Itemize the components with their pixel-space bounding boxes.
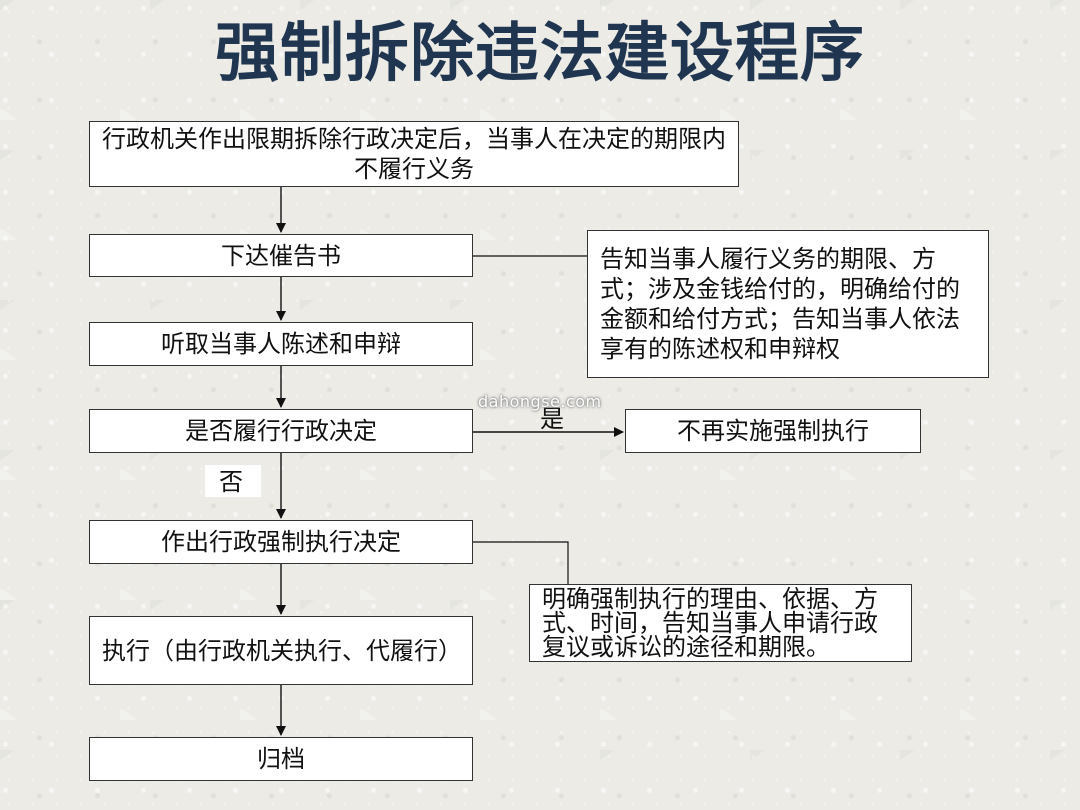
step-notice-text: 下达催告书 — [221, 241, 341, 270]
step-enforce-decision-box: 作出行政强制执行决定 — [89, 520, 473, 564]
no-enforcement-box: 不再实施强制执行 — [625, 409, 921, 453]
connector-enforce-detail — [472, 541, 569, 586]
step-start-text: 行政机关作出限期拆除行政决定后，当事人在决定的期限内不履行义务 — [102, 125, 726, 183]
notice-detail-box: 告知当事人履行义务的期限、方式；涉及金钱给付的，明确给付的金额和给付方式；告知当… — [587, 230, 989, 378]
step-start-box: 行政机关作出限期拆除行政决定后，当事人在决定的期限内不履行义务 — [89, 121, 739, 187]
page-title: 强制拆除违法建设程序 — [215, 17, 865, 91]
step-hearing-text: 听取当事人陈述和申辩 — [161, 330, 401, 358]
watermark-text: dahongse.com — [478, 392, 602, 411]
step-decision-box: 是否履行行政决定 — [89, 409, 473, 453]
notice-detail-text: 告知当事人履行义务的期限、方式；涉及金钱给付的，明确给付的金额和给付方式；告知当… — [600, 245, 960, 363]
branch-label-yes: 是 — [540, 405, 564, 433]
step-notice-box: 下达催告书 — [89, 234, 473, 277]
step-decision-text: 是否履行行政决定 — [185, 417, 377, 445]
branch-label-no-bg — [205, 465, 261, 497]
branch-label-no: 否 — [219, 468, 243, 496]
enforce-detail-box: 明确强制执行的理由、依据、方式、时间，告知当事人申请行政复议或诉讼的途径和期限。 — [529, 584, 912, 662]
step-archive-text: 归档 — [257, 745, 305, 773]
step-archive-box: 归档 — [89, 737, 473, 781]
enforce-detail-text: 明确强制执行的理由、依据、方式、时间，告知当事人申请行政复议或诉讼的途径和期限。 — [542, 585, 878, 661]
step-execute-box: 执行（由行政机关执行、代履行） — [89, 616, 473, 685]
no-enforcement-text: 不再实施强制执行 — [677, 417, 869, 445]
step-hearing-box: 听取当事人陈述和申辩 — [89, 322, 473, 366]
step-enforce-decision-text: 作出行政强制执行决定 — [161, 528, 401, 556]
step-execute-text: 执行（由行政机关执行、代履行） — [102, 636, 462, 665]
